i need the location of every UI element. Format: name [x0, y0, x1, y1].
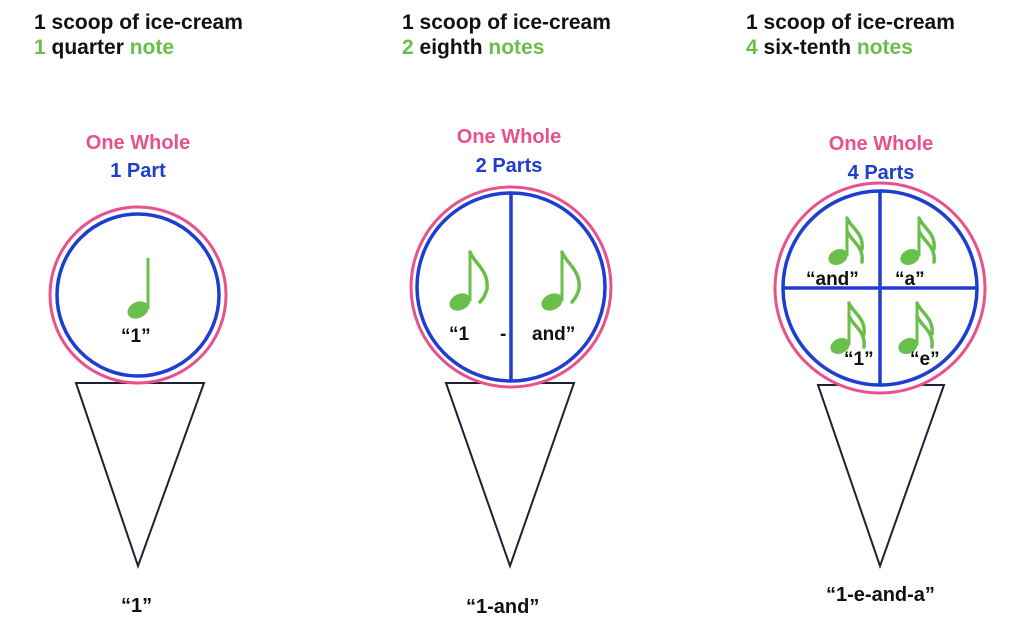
column-2-scoop-label-and: and” [532, 324, 576, 345]
column-3-scoop-label-and: “and” [806, 269, 859, 290]
column-3-heading-line1: 1 scoop of ice-cream [746, 11, 955, 34]
cone-3 [816, 384, 946, 570]
column-2-scoop-label-dash: - [500, 324, 507, 345]
sixteenth-note-icon-bottom-right [898, 301, 934, 355]
column-2-heading: 1 scoop of ice-cream 2 eighth notes [402, 10, 611, 60]
column-3-heading-line2: 4 six-tenth notes [746, 35, 955, 60]
column-3-scoop-label-a: “a” [895, 269, 925, 290]
cone-1 [74, 382, 206, 570]
column-2-note-word: notes [488, 36, 545, 59]
column-1-parts-label: 1 Part [110, 160, 166, 182]
column-1-note-count: 1 [34, 36, 46, 59]
column-1-whole-label: One Whole [85, 132, 191, 154]
eighth-note-icon-right [541, 250, 581, 311]
quarter-note-icon [127, 258, 150, 319]
column-1-heading-line2: 1 quarter note [34, 35, 243, 60]
column-3-bottom-count: “1-e-and-a” [826, 584, 935, 606]
sixteenth-note-icon-bottom-left [830, 301, 866, 355]
column-2-whole-label: One Whole [456, 126, 562, 148]
column-2-note-kind: eighth [419, 36, 483, 59]
column-3-scoop-label-e: “e” [910, 349, 940, 370]
column-3-note-kind: six-tenth [763, 36, 852, 59]
cone-2 [444, 382, 576, 570]
column-1-scoop-label: “1” [121, 326, 151, 347]
column-2-parts-label: 2 Parts [475, 155, 543, 177]
column-1-note-word: note [129, 36, 175, 59]
column-3-whole-label: One Whole [828, 133, 934, 155]
column-3-parts-label: 4 Parts [847, 162, 915, 184]
column-3-note-count: 4 [746, 36, 758, 59]
column-2-scoop-label-1: “1 [449, 324, 470, 345]
column-2-note-count: 2 [402, 36, 414, 59]
scoop-2 [409, 185, 613, 389]
column-1-heading: 1 scoop of ice-cream 1 quarter note [34, 10, 243, 60]
column-3-note-word: notes [856, 36, 913, 59]
column-2-heading-line1: 1 scoop of ice-cream [402, 11, 611, 34]
column-3-heading: 1 scoop of ice-cream 4 six-tenth notes [746, 10, 955, 60]
column-1-bottom-count: “1” [121, 595, 153, 617]
eighth-note-icon-left [449, 250, 489, 311]
scoop-1 [48, 205, 228, 385]
column-2-heading-line2: 2 eighth notes [402, 35, 611, 60]
column-1-note-kind: quarter [51, 36, 124, 59]
column-2-bottom-count: “1-and” [466, 596, 540, 618]
column-3-scoop-label-1: “1” [844, 349, 874, 370]
sixteenth-note-icon-top-right [900, 216, 936, 266]
sixteenth-note-icon-top-left [828, 216, 864, 266]
column-1-heading-line1: 1 scoop of ice-cream [34, 11, 243, 34]
